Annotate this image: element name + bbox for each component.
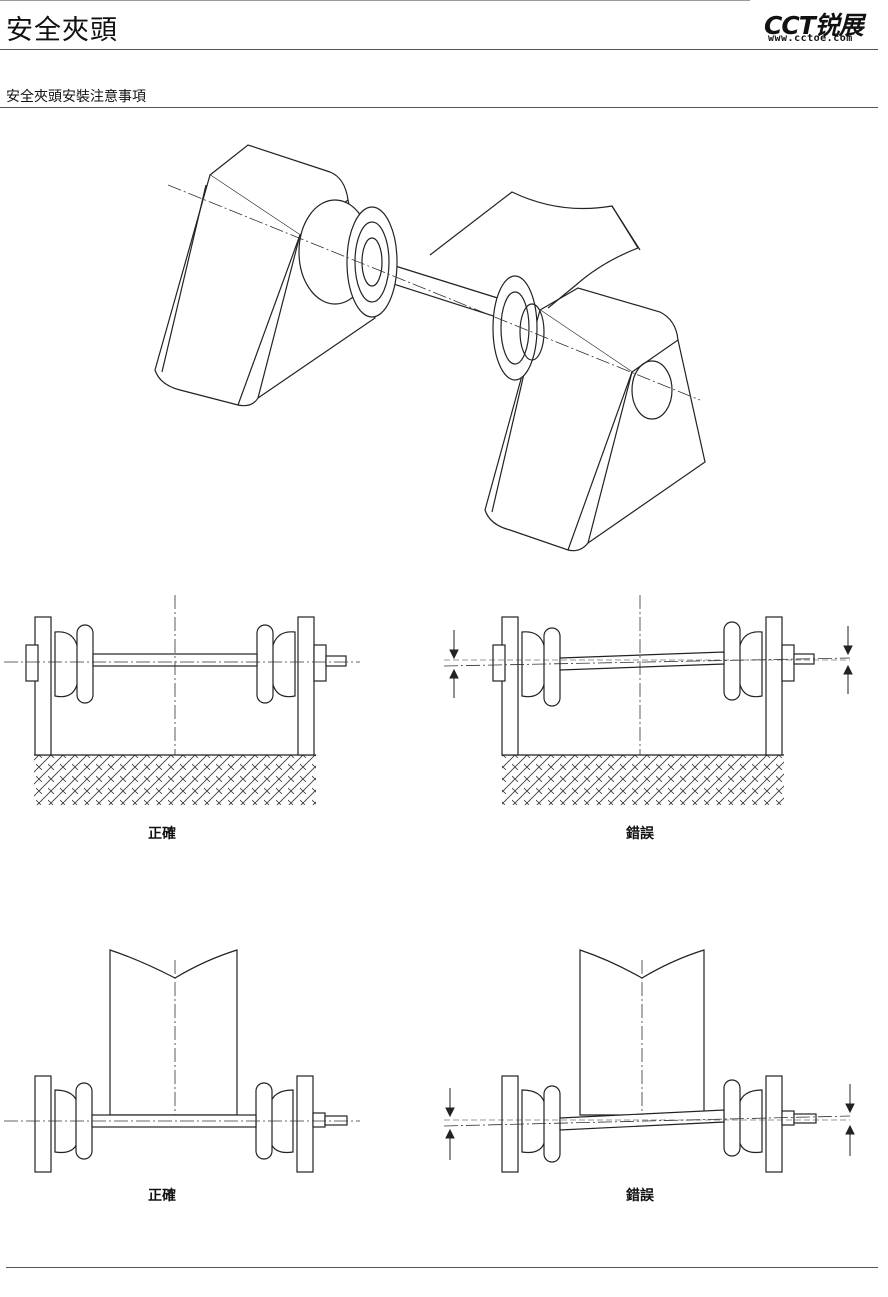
caption-correct-pedestal: 正確	[148, 826, 176, 842]
caption-correct-web: 正確	[148, 1188, 176, 1204]
brand-logo: CCT锐展 www.cctoe.com	[762, 6, 880, 46]
figure-correct-web	[4, 949, 360, 1173]
logo-url: www.cctoe.com	[768, 33, 853, 44]
header-divider	[0, 49, 878, 50]
top-border-line	[0, 0, 750, 1]
figure-correct-pedestal	[4, 595, 360, 805]
footer-divider	[6, 1267, 878, 1268]
section-divider	[0, 107, 878, 108]
logo-mark: CCT锐展	[764, 11, 864, 40]
page-title: 安全夾頭	[6, 15, 118, 46]
section-subtitle: 安全夾頭安裝注意事項	[6, 89, 146, 105]
caption-wrong-web: 錯誤	[626, 1188, 654, 1204]
isometric-installation-illustration	[154, 144, 706, 552]
figure-wrong-web	[443, 949, 855, 1173]
caption-wrong-pedestal: 錯誤	[626, 826, 654, 842]
figure-wrong-pedestal	[443, 595, 853, 805]
